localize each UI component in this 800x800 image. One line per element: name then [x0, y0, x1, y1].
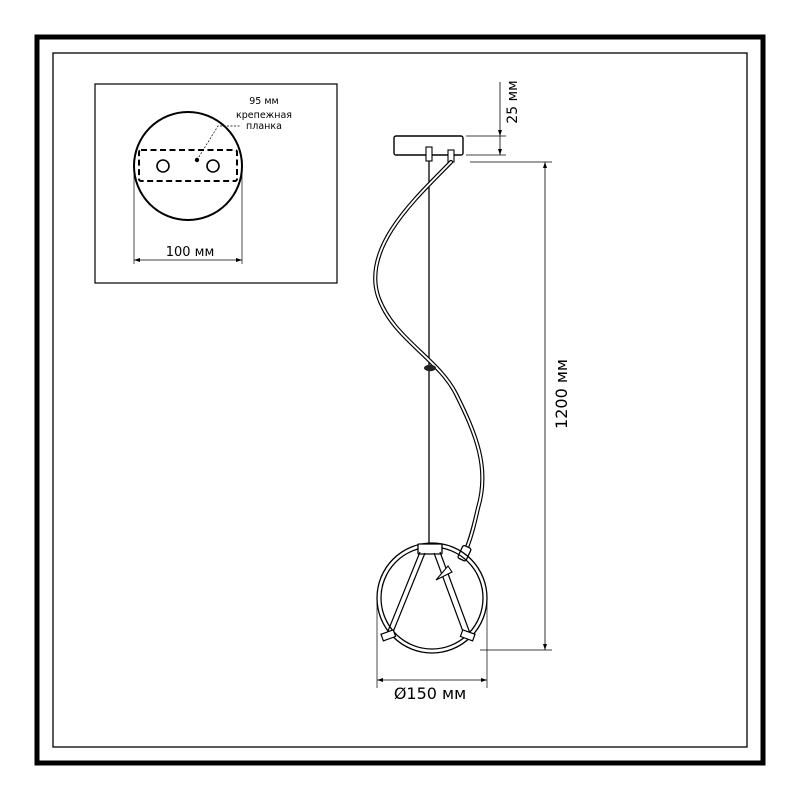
shade-diameter-label: Ø150 мм	[394, 684, 466, 703]
shade-dim-arrow-right	[481, 678, 487, 682]
cable-clamp-left	[425, 146, 433, 162]
rod-foot-left	[380, 629, 397, 642]
rod-left-b	[390, 552, 426, 638]
mount-inset: 95 мм крепежная планка 100 мм	[94, 83, 338, 284]
base-diameter-label: 100 мм	[166, 245, 215, 260]
plate-hole-left	[156, 159, 170, 173]
canopy-dim-arrow-bottom	[498, 149, 502, 155]
plate-width-label: 95 мм	[249, 96, 278, 107]
plate-hole-right	[206, 159, 220, 173]
total-length-label: 1200 мм	[552, 359, 571, 429]
total-length-dimension: 1200 мм	[470, 161, 571, 651]
length-dim-arrow-top	[543, 162, 547, 168]
inner-frame	[52, 52, 748, 748]
rod-right-b	[439, 551, 472, 637]
mounting-plate-outline	[138, 149, 238, 182]
top-holder	[417, 543, 443, 555]
shade-diameter-dimension: Ø150 мм	[376, 598, 488, 703]
canopy-height-dimension: 25 мм	[466, 80, 521, 156]
inner-element	[435, 565, 453, 581]
length-dim-arrow-bottom	[543, 644, 547, 650]
ceiling-base-circle	[133, 111, 243, 221]
plate-name-line1: крепежная	[236, 110, 292, 121]
base-dim-arrow-right	[236, 258, 242, 262]
shade-dim-arrow-left	[377, 678, 383, 682]
rod-foot-right	[459, 629, 476, 642]
rod-left-a	[385, 551, 421, 637]
plate-name-line2: планка	[246, 121, 282, 132]
base-dim-arrow-left	[134, 258, 140, 262]
canopy-dim-arrow-top	[498, 130, 502, 136]
canopy-height-label: 25 мм	[505, 80, 521, 123]
outer-frame	[34, 34, 766, 766]
pendant-lamp	[373, 135, 488, 654]
plate-leader-line	[196, 125, 240, 161]
power-cable-core	[374, 161, 484, 555]
rod-right-a	[433, 552, 466, 638]
cable-tie	[424, 364, 436, 372]
